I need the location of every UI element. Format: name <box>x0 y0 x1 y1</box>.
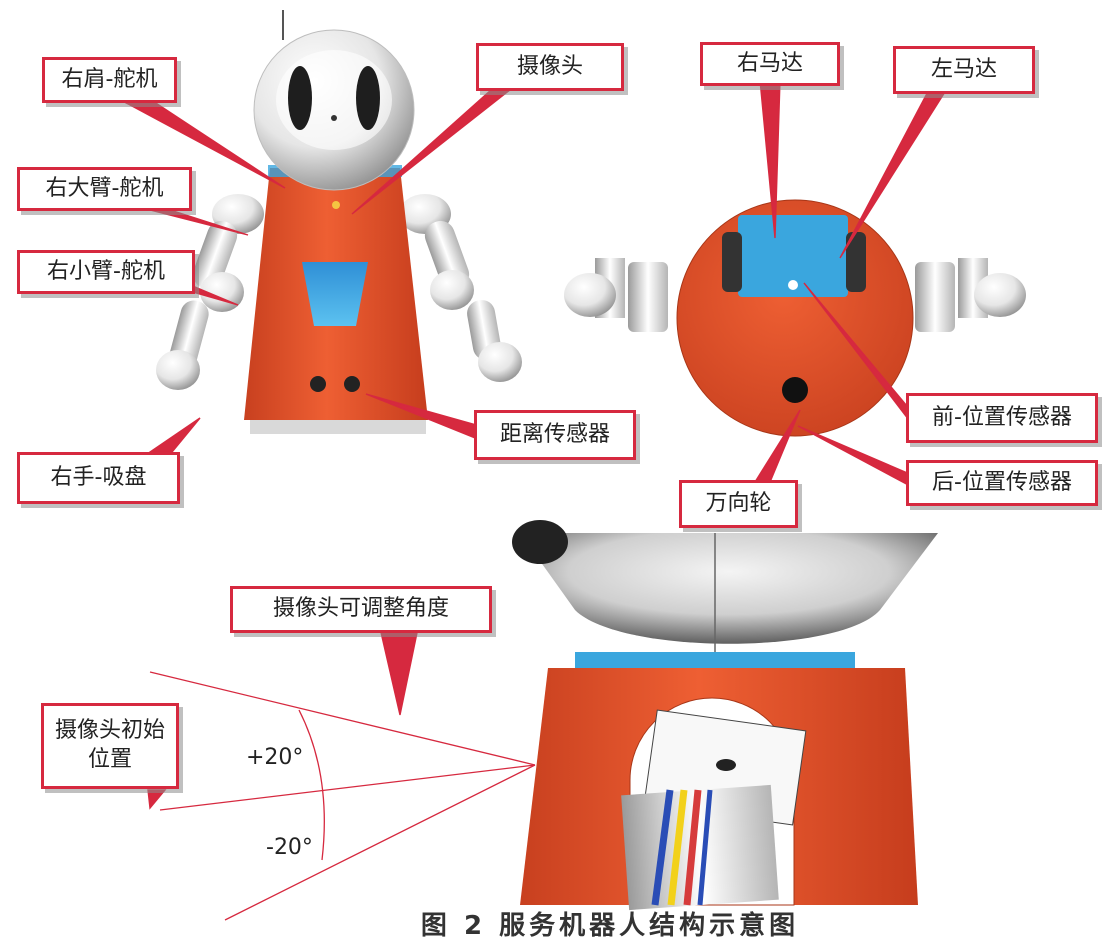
label-left-motor: 左马达 <box>893 46 1035 94</box>
closeup-head <box>520 533 938 644</box>
robot-bottom-view <box>564 199 1026 437</box>
label-distance-sensor: 距离传感器 <box>474 410 636 460</box>
label-universal-wheel: 万向轮 <box>679 480 798 528</box>
label-right-forearm-servo: 右小臂-舵机 <box>17 250 195 294</box>
leader-initial-position <box>147 789 167 810</box>
label-right-motor: 右马达 <box>700 42 840 86</box>
distance-sensor-left <box>310 376 326 392</box>
ray-upper <box>149 671 536 766</box>
robot-diagram-canvas <box>101 10 1026 921</box>
angle-plus-20: +20° <box>246 745 304 770</box>
label-camera-adjustable-angle: 摄像头可调整角度 <box>230 586 492 633</box>
camera-closeup <box>512 520 938 911</box>
robot-head <box>253 29 415 191</box>
right-motor-wheel <box>722 232 742 292</box>
label-right-upper-arm-servo: 右大臂-舵机 <box>17 167 192 211</box>
leader-left-motor <box>839 83 952 259</box>
left-motor-wheel <box>846 232 866 292</box>
label-front-position-sensor: 前-位置传感器 <box>906 393 1098 443</box>
leader-suction <box>147 417 201 453</box>
ray-lower <box>224 764 536 921</box>
figure-caption: 图 2 服务机器人结构示意图 <box>420 911 800 941</box>
leader-rear-sensor <box>797 425 913 489</box>
angle-minus-20: -20° <box>266 835 313 860</box>
label-right-hand-suction: 右手-吸盘 <box>17 452 180 504</box>
distance-sensor-right <box>344 376 360 392</box>
camera-angle-rays <box>149 671 536 921</box>
motor-board <box>738 215 848 297</box>
label-rear-position-sensor: 后-位置传感器 <box>906 460 1098 506</box>
callout-leaders <box>101 79 952 810</box>
chest-screen <box>302 262 368 326</box>
angle-arc <box>298 709 325 861</box>
label-camera: 摄像头 <box>476 43 624 91</box>
leader-adjustable-angle <box>379 627 419 716</box>
cable-bundle <box>651 789 713 906</box>
robot-front-view <box>156 10 522 434</box>
label-camera-initial-position: 摄像头初始 位置 <box>41 703 179 789</box>
left-arm <box>399 194 522 382</box>
front-position-sensor-dot <box>788 280 798 290</box>
right-side-arm <box>915 258 1026 332</box>
left-side-arm <box>564 258 668 332</box>
universal-wheel <box>782 377 808 403</box>
right-arm <box>156 194 264 390</box>
camera-dot <box>332 201 340 209</box>
ray-center <box>159 764 536 811</box>
label-right-shoulder-servo: 右肩-舵机 <box>42 57 177 103</box>
